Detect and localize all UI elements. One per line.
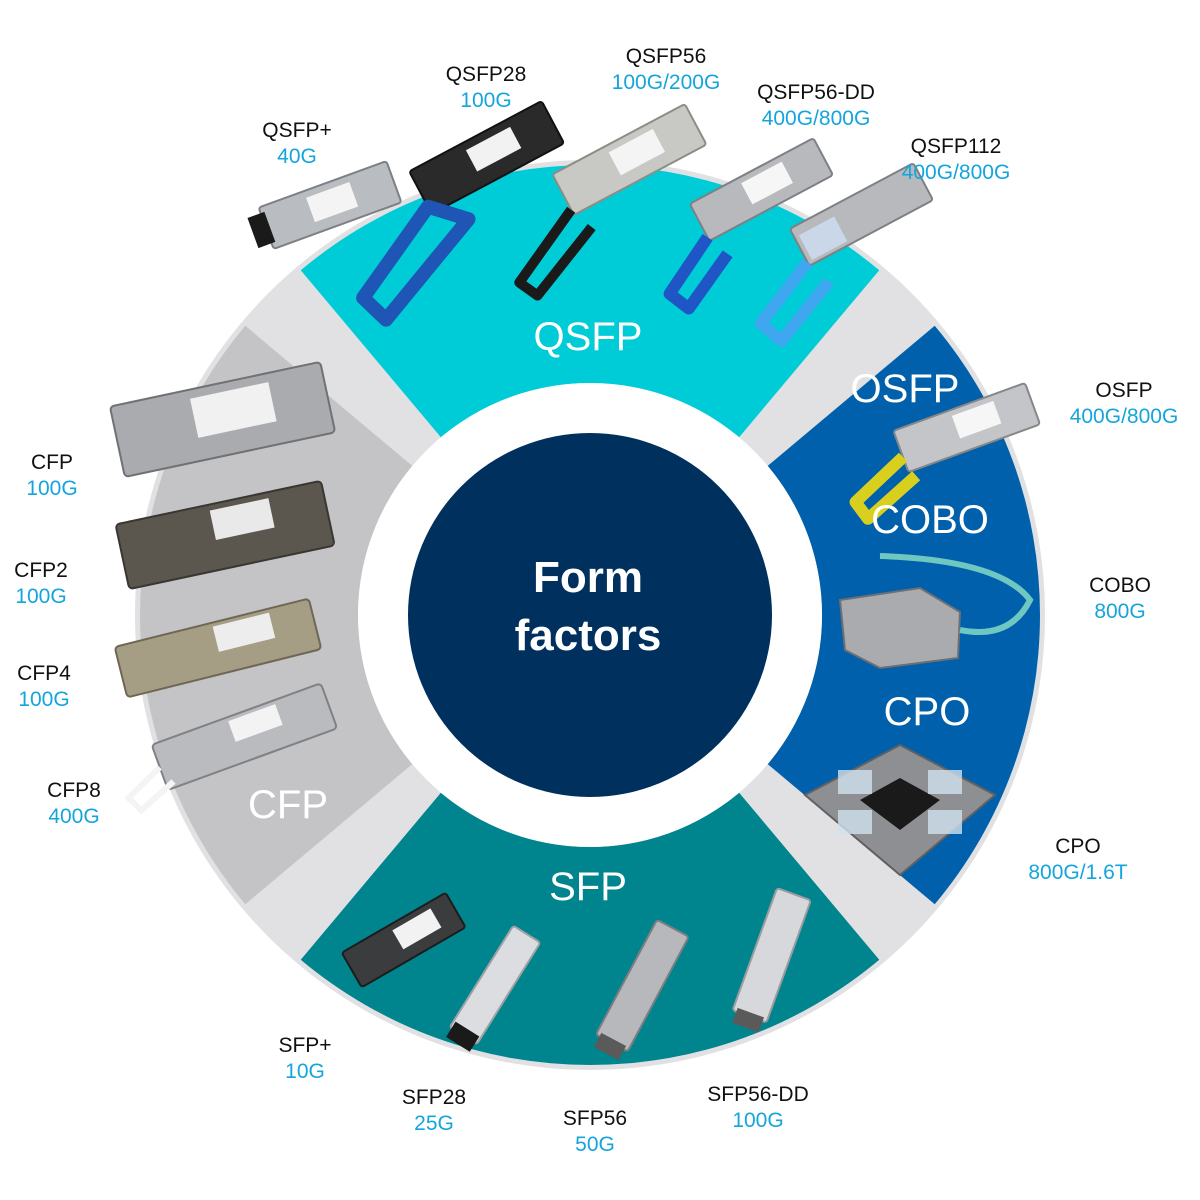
qsfp28-module-image: [356, 101, 565, 327]
module-name: QSFP+: [262, 119, 332, 142]
module-label-sfp56-dd: SFP56-DD 100G: [707, 1082, 809, 1134]
module-name: CFP2: [14, 559, 68, 582]
module-name: CFP8: [47, 779, 101, 802]
module-speed: 800G: [1094, 600, 1146, 623]
module-name: CFP: [31, 451, 73, 474]
module-speed: 50G: [575, 1133, 615, 1156]
module-name: QSFP112: [910, 135, 1002, 158]
module-label-sfp28: SFP28 25G: [402, 1085, 466, 1137]
module-label-sfp56: SFP56 50G: [563, 1106, 627, 1158]
qsfp-category-label: QSFP: [534, 315, 643, 359]
cfp-module-image: [109, 361, 336, 478]
sfp28-module-image: [446, 925, 541, 1052]
module-label-qsfp-plus: QSFP+ 40G: [262, 118, 331, 170]
qsfp56-module-image: [514, 103, 707, 301]
module-speed: 100G: [26, 477, 78, 500]
module-name: QSFP56: [625, 45, 707, 68]
center-circle: [408, 433, 772, 797]
cfp2-module-image: [115, 480, 335, 590]
module-name: SFP+: [278, 1034, 332, 1057]
module-name: SFP28: [401, 1086, 467, 1109]
sfp-plus-module-image: [341, 892, 466, 988]
module-name: QSFP28: [445, 63, 527, 86]
module-speed: 400G: [48, 805, 100, 828]
cfp8-module-image: [124, 683, 338, 815]
module-speed: 800G/1.6T: [1028, 861, 1128, 884]
module-label-qsfp112: QSFP112 400G/800G: [902, 134, 1011, 186]
osfp-module-image: [849, 382, 1041, 525]
module-name: SFP56-DD: [707, 1083, 809, 1106]
module-label-cpo: CPO 800G/1.6T: [1028, 834, 1127, 886]
module-label-cfp: CFP 100G: [26, 450, 77, 502]
qsfp112-module-image: [754, 163, 934, 347]
module-speed: 100G: [732, 1109, 784, 1132]
cobo-category-label: COBO: [871, 498, 989, 542]
module-label-qsfp56-dd: QSFP56-DD 400G/800G: [757, 80, 875, 132]
module-name: CPO: [1055, 835, 1101, 858]
module-name: CFP4: [17, 662, 71, 685]
sfp56-module-image: [593, 919, 689, 1061]
module-label-cfp8: CFP8 400G: [47, 778, 101, 830]
module-speed: 100G: [15, 585, 67, 608]
sfp-sector: [300, 792, 880, 1066]
module-speed: 400G/800G: [761, 107, 871, 130]
cobo-module-image: [838, 553, 1034, 670]
sfp56-dd-module-image: [732, 887, 812, 1033]
cpo-category-label: CPO: [884, 690, 971, 734]
module-label-cfp4: CFP4 100G: [17, 661, 71, 713]
center-title-line1: Form: [533, 553, 643, 602]
osfp-category-label: OSFP: [851, 367, 960, 411]
cfp4-module-image: [114, 598, 322, 698]
module-speed: 40G: [277, 145, 317, 168]
module-name: SFP56: [562, 1107, 628, 1130]
module-speed: 400G/800G: [901, 161, 1011, 184]
module-label-cfp2: CFP2 100G: [14, 558, 68, 610]
cpo-module-image: [803, 743, 997, 877]
module-speed: 400G/800G: [1069, 405, 1179, 428]
module-speed: 10G: [285, 1060, 325, 1083]
module-label-qsfp28: QSFP28 100G: [446, 62, 527, 114]
module-name: COBO: [1089, 574, 1151, 597]
module-speed: 100G/200G: [611, 71, 721, 94]
module-speed: 100G: [460, 89, 512, 112]
center-title-line2: factors: [515, 611, 662, 660]
qsfp56-dd-module-image: [663, 138, 834, 315]
module-speed: 25G: [414, 1112, 454, 1135]
module-name: QSFP56-DD: [757, 81, 875, 104]
cfp-category-label: CFP: [248, 783, 328, 827]
module-label-qsfp56: QSFP56 100G/200G: [612, 44, 721, 96]
sfp-category-label: SFP: [549, 865, 627, 909]
module-speed: 100G: [18, 688, 70, 711]
module-label-osfp: OSFP 400G/800G: [1070, 378, 1179, 430]
module-label-cobo: COBO 800G: [1089, 573, 1151, 625]
module-name: OSFP: [1095, 379, 1153, 402]
qsfp-plus-module-image: [247, 160, 402, 250]
module-label-sfp-plus: SFP+ 10G: [278, 1033, 331, 1085]
qsfp-sector: [300, 165, 880, 438]
